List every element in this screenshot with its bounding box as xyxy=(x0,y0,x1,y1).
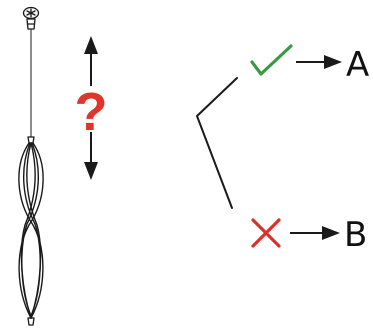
outcome-a-label: A xyxy=(346,45,369,85)
shade-bottom-cap xyxy=(27,317,35,326)
canopy-fitting xyxy=(26,18,36,30)
outcome-b-label: B xyxy=(344,215,367,255)
canopy-detail xyxy=(26,8,36,18)
double-arrow-vertical-icon xyxy=(84,36,98,180)
arrow-to-a-icon xyxy=(296,55,342,69)
question-mark: ? xyxy=(75,82,108,142)
arrow-to-b-icon xyxy=(290,226,340,240)
pendant-lamp-icon xyxy=(18,6,44,326)
twisted-shade xyxy=(18,142,44,319)
decision-bracket xyxy=(196,77,238,209)
shade-top-connector xyxy=(27,136,35,144)
check-icon xyxy=(250,44,293,76)
cross-icon xyxy=(251,218,281,248)
